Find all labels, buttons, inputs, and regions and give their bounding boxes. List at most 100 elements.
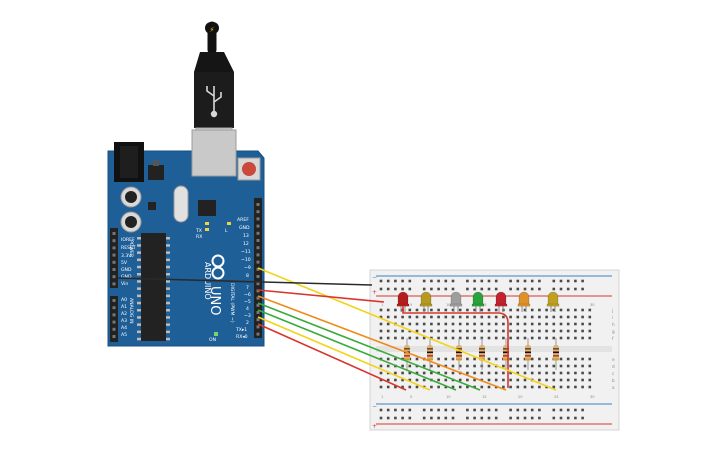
breadboard-hole[interactable] xyxy=(386,385,390,389)
header-pin[interactable] xyxy=(112,299,116,302)
breadboard-hole[interactable] xyxy=(394,371,397,375)
breadboard-hole[interactable] xyxy=(437,378,440,382)
breadboard-hole[interactable] xyxy=(509,329,512,333)
header-pin[interactable] xyxy=(112,246,116,250)
header-pin[interactable] xyxy=(256,311,260,314)
header-pin[interactable] xyxy=(112,327,116,331)
breadboard-hole[interactable] xyxy=(516,308,520,312)
breadboard-hole[interactable] xyxy=(538,336,541,340)
breadboard-hole[interactable] xyxy=(473,364,476,368)
breadboard-hole[interactable] xyxy=(574,308,577,312)
header-pin[interactable] xyxy=(256,239,260,242)
breadboard-hole[interactable] xyxy=(574,336,577,340)
breadboard-hole[interactable] xyxy=(545,315,548,319)
rail-hole[interactable] xyxy=(379,279,383,283)
wire-yellow-pin9[interactable] xyxy=(257,267,557,391)
breadboard-hole[interactable] xyxy=(379,336,383,340)
rail-hole[interactable] xyxy=(379,416,383,420)
rail-hole[interactable] xyxy=(394,279,397,283)
breadboard-hole[interactable] xyxy=(559,336,563,340)
breadboard-hole[interactable] xyxy=(415,371,419,375)
breadboard[interactable]: − + − + 1 5 10 15 20 25 30 1 5 10 15 20 … xyxy=(369,269,620,431)
header-pin[interactable] xyxy=(112,232,116,235)
breadboard-hole[interactable] xyxy=(394,385,397,389)
rail-hole[interactable] xyxy=(574,287,577,291)
breadboard-hole[interactable] xyxy=(574,378,577,382)
breadboard-hole[interactable] xyxy=(401,322,404,326)
breadboard-hole[interactable] xyxy=(545,322,548,326)
breadboard-hole[interactable] xyxy=(422,364,426,368)
breadboard-hole[interactable] xyxy=(574,357,577,361)
breadboard-hole[interactable] xyxy=(444,385,448,389)
breadboard-hole[interactable] xyxy=(480,308,484,312)
breadboard-hole[interactable] xyxy=(530,371,534,375)
breadboard-hole[interactable] xyxy=(581,357,584,361)
breadboard-hole[interactable] xyxy=(581,329,584,333)
rail-hole[interactable] xyxy=(574,408,577,412)
breadboard-hole[interactable] xyxy=(494,336,498,340)
header-pin[interactable] xyxy=(112,306,116,310)
breadboard-hole[interactable] xyxy=(502,385,505,389)
header-pin[interactable] xyxy=(256,289,260,293)
breadboard-hole[interactable] xyxy=(523,385,527,389)
breadboard-hole[interactable] xyxy=(538,329,541,333)
rail-hole[interactable] xyxy=(581,408,584,412)
breadboard-hole[interactable] xyxy=(394,378,397,382)
breadboard-hole[interactable] xyxy=(422,315,426,319)
breadboard-hole[interactable] xyxy=(437,315,440,319)
breadboard-hole[interactable] xyxy=(415,329,419,333)
wire-jumper-red[interactable] xyxy=(402,306,509,388)
breadboard-hole[interactable] xyxy=(552,385,556,389)
breadboard-hole[interactable] xyxy=(545,364,548,368)
breadboard-hole[interactable] xyxy=(552,329,556,333)
rail-hole[interactable] xyxy=(559,416,563,420)
breadboard-hole[interactable] xyxy=(516,371,520,375)
rail-hole[interactable] xyxy=(386,416,390,420)
breadboard-hole[interactable] xyxy=(437,322,440,326)
breadboard-hole[interactable] xyxy=(379,364,383,368)
breadboard-hole[interactable] xyxy=(401,378,404,382)
breadboard-hole[interactable] xyxy=(444,336,448,340)
rail-hole[interactable] xyxy=(494,287,498,291)
breadboard-hole[interactable] xyxy=(502,336,505,340)
wire-green-pin5[interactable] xyxy=(257,302,481,391)
breadboard-hole[interactable] xyxy=(538,364,541,368)
breadboard-hole[interactable] xyxy=(444,308,448,312)
breadboard-hole[interactable] xyxy=(379,329,383,333)
breadboard-hole[interactable] xyxy=(545,308,548,312)
breadboard-hole[interactable] xyxy=(502,378,505,382)
breadboard-hole[interactable] xyxy=(466,336,469,340)
rail-hole[interactable] xyxy=(422,287,426,291)
led-yellow[interactable] xyxy=(419,291,433,312)
breadboard-hole[interactable] xyxy=(408,378,412,382)
breadboard-hole[interactable] xyxy=(480,315,484,319)
led-red[interactable] xyxy=(494,291,508,312)
breadboard-hole[interactable] xyxy=(444,329,448,333)
rail-hole[interactable] xyxy=(566,287,570,291)
breadboard-hole[interactable] xyxy=(487,371,491,375)
rail-hole[interactable] xyxy=(530,287,534,291)
breadboard-hole[interactable] xyxy=(494,357,498,361)
rail-hole[interactable] xyxy=(487,287,491,291)
rail-hole[interactable] xyxy=(451,287,455,291)
wire-green-pin4[interactable] xyxy=(257,309,457,391)
rail-hole[interactable] xyxy=(394,416,397,420)
rail-hole[interactable] xyxy=(401,408,404,412)
breadboard-hole[interactable] xyxy=(509,322,512,326)
header-pin[interactable] xyxy=(256,260,260,264)
breadboard-hole[interactable] xyxy=(509,308,512,312)
breadboard-hole[interactable] xyxy=(581,378,584,382)
wire-red-pin2[interactable] xyxy=(257,323,407,391)
breadboard-hole[interactable] xyxy=(581,315,584,319)
breadboard-hole[interactable] xyxy=(538,385,541,389)
breadboard-hole[interactable] xyxy=(386,315,390,319)
breadboard-hole[interactable] xyxy=(473,336,476,340)
breadboard-hole[interactable] xyxy=(559,315,563,319)
breadboard-hole[interactable] xyxy=(466,308,469,312)
rail-hole[interactable] xyxy=(509,408,512,412)
rail-hole[interactable] xyxy=(566,279,570,283)
rail-hole[interactable] xyxy=(566,416,570,420)
rail-hole[interactable] xyxy=(394,287,397,291)
header-pin[interactable] xyxy=(112,253,116,257)
